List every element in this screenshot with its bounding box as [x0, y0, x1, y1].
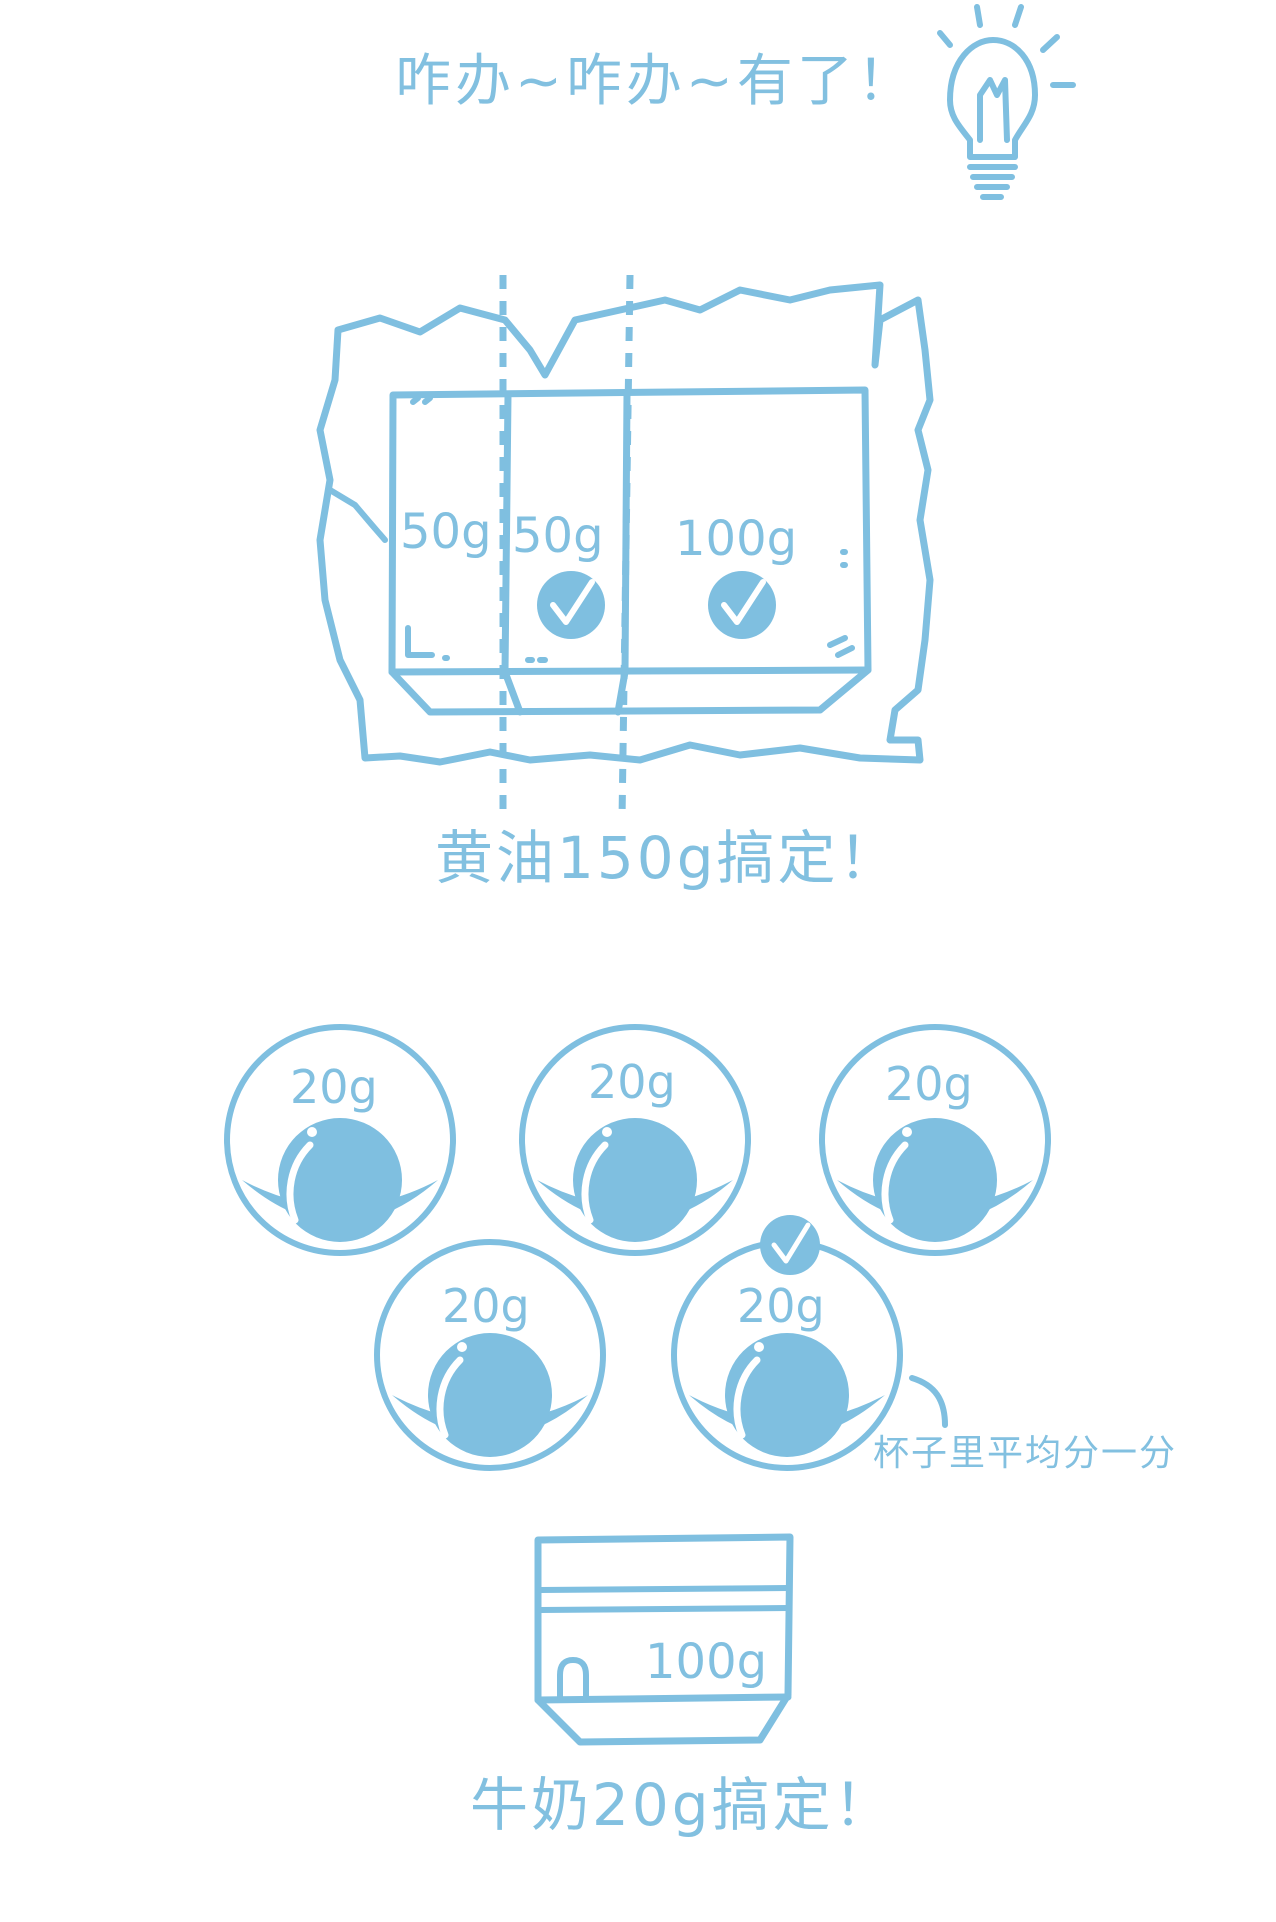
milk-carton-label: 100g	[645, 1634, 767, 1690]
cup	[224, 1024, 456, 1256]
butter-block-label: 50g	[400, 504, 492, 560]
check-icon	[760, 1215, 820, 1275]
cup	[671, 1239, 903, 1471]
check-icon	[537, 571, 605, 639]
cup-label: 20g	[588, 1055, 676, 1109]
cups-note: 杯子里平均分一分	[873, 1433, 1177, 1474]
page-title: 咋办~咋办~有了！	[395, 49, 917, 114]
milk-carton	[534, 1533, 794, 1746]
butter-block-label: 50g	[512, 508, 604, 564]
note-pointer	[909, 1375, 948, 1428]
butter-block-label: 100g	[675, 511, 797, 567]
cup	[519, 1024, 751, 1256]
butter-caption: 黄油150g搞定！	[435, 824, 900, 892]
butter-wrapper-paper	[316, 281, 934, 766]
cut-line	[618, 274, 634, 821]
cup	[819, 1024, 1051, 1256]
cup-label: 20g	[885, 1057, 973, 1111]
cup-label: 20g	[442, 1279, 530, 1333]
cup	[374, 1239, 606, 1471]
milk-caption: 牛奶20g搞定！	[470, 1771, 895, 1839]
lightbulb-icon	[937, 4, 1076, 200]
cup-label: 20g	[737, 1279, 825, 1333]
cup-label: 20g	[290, 1060, 378, 1114]
check-icon	[708, 571, 776, 639]
